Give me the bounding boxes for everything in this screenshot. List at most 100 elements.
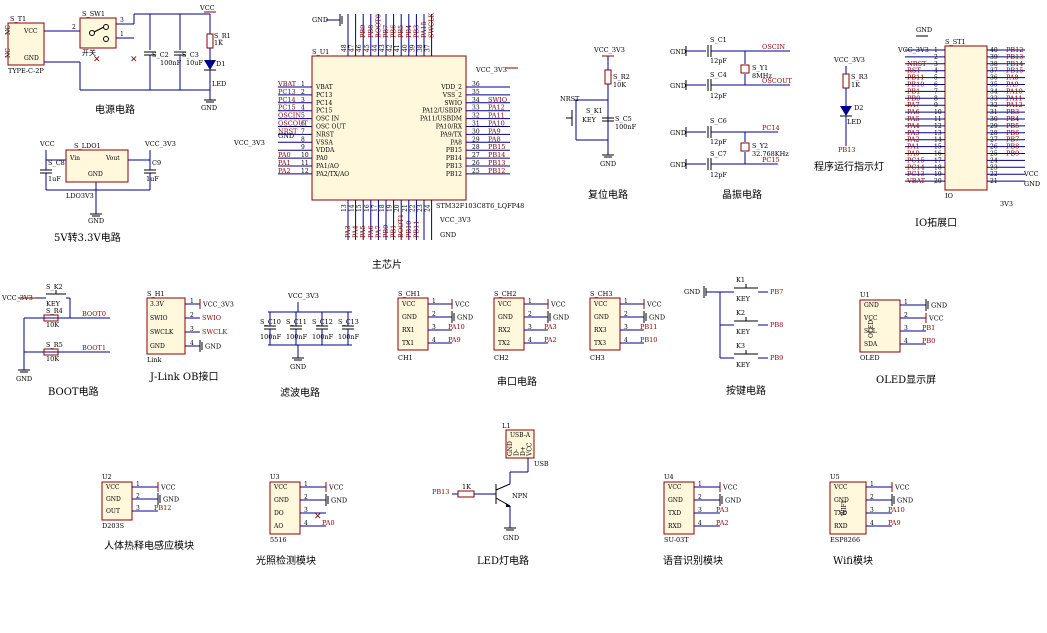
title-oled: OLED显示屏	[876, 374, 936, 386]
mcu-pin-name: PA11/USBDM	[420, 116, 462, 123]
mcu-pin-num: 9	[301, 144, 305, 151]
ldo-ref: S_LDO1	[74, 142, 101, 150]
mcu-pin-net: PA6	[367, 225, 375, 238]
reset-nrst: NRST	[560, 95, 580, 103]
wifi-pin-net: PA9	[888, 519, 901, 527]
uart-pin-name: GND	[402, 314, 417, 321]
uart-part: CH1	[398, 354, 413, 362]
mcu-pin-num: 38	[417, 44, 424, 52]
wifi-pin-name: RXD	[834, 523, 848, 530]
mcu-pin-net: PA5	[359, 225, 367, 238]
io-pin-num: 5	[934, 75, 938, 82]
uart-pin-net: PA3	[544, 323, 557, 331]
io-pin-num: 20	[934, 178, 942, 185]
io-pin-net: PB1	[907, 87, 920, 95]
voice-vcc: VCC	[722, 484, 738, 492]
io-pin-net: PA9	[1006, 81, 1019, 89]
typec-connector	[7, 22, 45, 66]
io-3v3-net: 3V3	[1000, 200, 1013, 208]
c7-value: 12pF	[710, 171, 727, 179]
mcu-pin-net: PA10	[488, 120, 505, 128]
uart-pin-num: 4	[528, 337, 532, 344]
io-part: IO	[945, 192, 953, 200]
typec-ref: S_T1	[10, 15, 26, 23]
io-pin-num: 4	[934, 68, 938, 75]
typec-pin-nc2: NC	[5, 48, 12, 58]
led-pb13: PB13	[838, 146, 855, 154]
uart-pin-num: 3	[624, 324, 628, 331]
mcu-vssa-gnd: GND	[278, 132, 294, 140]
mcu-pin-net: PA2	[278, 167, 291, 175]
io-pin-net: PB5	[1006, 122, 1019, 130]
title-mcu: 主芯片	[372, 258, 402, 271]
mcu-pin-num: 26	[472, 160, 480, 167]
power-circuit: S_T1 NC NC VCC GND TYPE-C-2P 2 S_SW1 开关 …	[5, 4, 231, 116]
uart-pin-num: 3	[432, 324, 436, 331]
wifi-part: ESP8266	[830, 536, 860, 544]
mcu-pin-name: PC14	[316, 100, 332, 107]
io-pin-net: PB15	[1006, 67, 1023, 75]
mcu-pin-num: 21	[402, 204, 409, 212]
io-pin-num: 9	[934, 102, 938, 109]
r1-value: 1K	[214, 39, 223, 47]
voice-chip	[663, 481, 695, 535]
io-gnd-top: GND	[916, 26, 932, 34]
reset-circuit: VCC_3V3 S_R2 10K NRST S_K1 KEY S_C5 100n…	[560, 46, 637, 201]
pir-pin-name: GND	[106, 496, 121, 503]
io-pin-num: 8	[934, 95, 938, 102]
uart-pin-num: 2	[432, 311, 436, 318]
mcu-pin-net: PB4	[405, 25, 413, 38]
light-part: 5516	[270, 536, 287, 544]
c5-ref: S_C5	[615, 115, 632, 123]
jlink-pin-name: GND	[150, 343, 165, 350]
xtal-oscout: OSCOUT	[762, 77, 793, 85]
io-pin-num: 25	[990, 151, 998, 158]
jlink-pin-num: 2	[190, 312, 194, 319]
mcu-pin-num: 31	[472, 121, 480, 128]
uart-pin-name: TX3	[594, 340, 606, 347]
ldo-circuit: VCC S_LDO1 Vin Vout GND VCC_3V3 S_C8 1uF…	[39, 140, 176, 244]
mcu-pin-net: PA0	[278, 151, 291, 159]
io-pin-num: 3	[934, 61, 938, 68]
pir-pin-net: PB12	[154, 504, 171, 512]
mcu-pin-num: 36	[472, 81, 480, 88]
pir-vcc: VCC	[160, 484, 176, 492]
light-pin-name: DO	[274, 510, 284, 517]
r4-value: 10K	[46, 321, 59, 329]
mcu-pin-net: PA7	[374, 225, 382, 238]
run-led-circuit: VCC_3V3 S_R3 1K D2 LED PB13 程序运行指示灯	[814, 56, 884, 173]
crystal-32k: GND GND S_C6 12pF S_C7 12pF S_Y2 32.768K…	[670, 117, 789, 179]
switch-label: 开关	[82, 48, 96, 57]
uart-pin-num: 4	[432, 337, 436, 344]
mcu-bottom-gnd: GND	[440, 231, 456, 239]
xtal-pc15: PC15	[762, 156, 780, 164]
r3-ref: S_R3	[851, 73, 868, 81]
filter-cap-ref: S_C12	[312, 318, 333, 326]
mcu-pin-name: PC13	[316, 92, 332, 99]
title-filter: 滤波电路	[280, 386, 320, 399]
uart-pin-net: PB10	[640, 336, 657, 344]
jlink-part: Link	[147, 356, 162, 364]
mcu-pin-num: 12	[301, 168, 309, 175]
svg-text:✕: ✕	[93, 55, 101, 65]
mcu-pin-name: PB13	[446, 163, 462, 170]
io-pin-net: PA11	[1006, 94, 1023, 102]
mcu-pin-num: 34	[472, 97, 480, 104]
io-ref: S_ST1	[945, 38, 966, 46]
mcu-pin-name: OSC OUT	[316, 124, 346, 131]
mcu-pin-name: VSS_2	[442, 92, 462, 99]
io-pin-net: PA3	[907, 129, 920, 137]
light-pin-name: AO	[273, 523, 283, 530]
mcu-pin-num: 33	[472, 105, 480, 112]
io-pin-num: 24	[990, 157, 998, 164]
key-gnd: GND	[684, 288, 700, 296]
mcu-pin-net: PB14	[488, 151, 505, 159]
mcu-pin-name: PA2/TX/AO	[316, 171, 349, 178]
io-pin-net: PB8	[1006, 143, 1019, 151]
